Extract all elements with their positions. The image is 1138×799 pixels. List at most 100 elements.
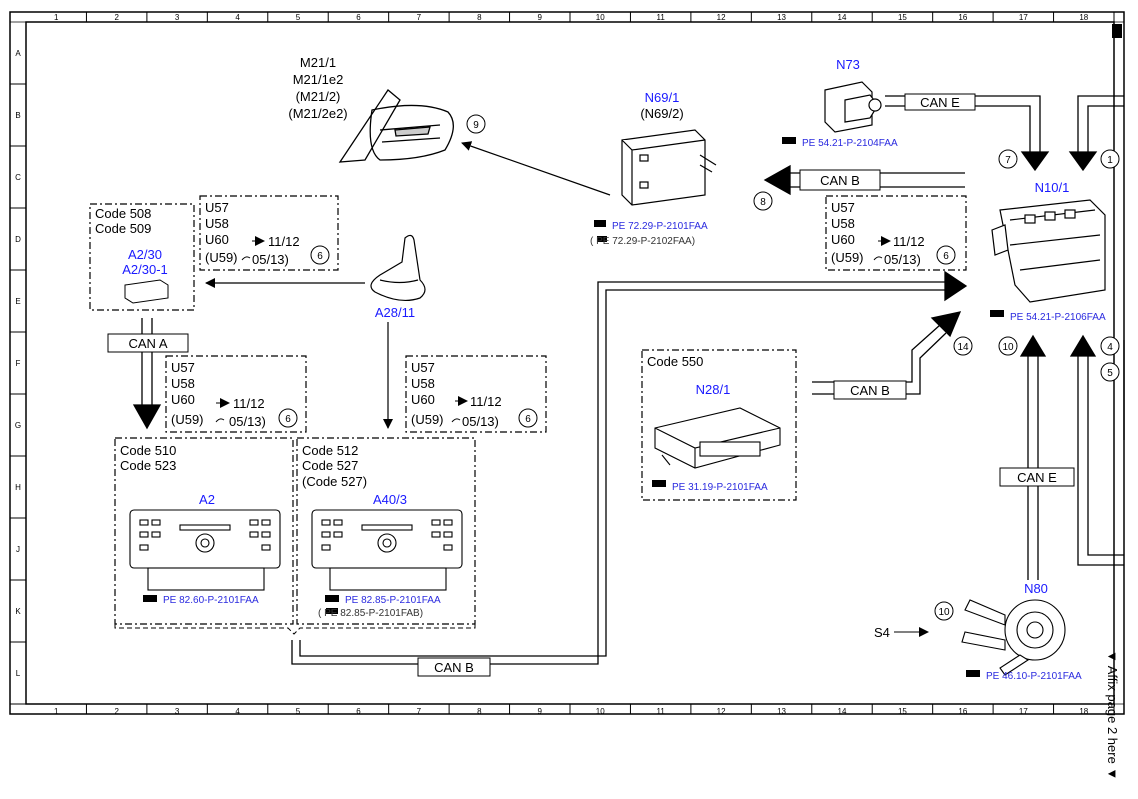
svg-text:(U59): (U59) bbox=[205, 250, 238, 265]
grid-column-label: 6 bbox=[356, 13, 361, 22]
grid-row-label: L bbox=[16, 669, 21, 678]
n73-ref: PE 54.21-P-2104FAA bbox=[802, 138, 898, 149]
code-508: Code 508 bbox=[95, 206, 151, 221]
n28-ref: PE 31.19-P-2101FAA bbox=[672, 482, 768, 493]
module-icon bbox=[124, 279, 169, 304]
pointer-icon bbox=[143, 595, 157, 602]
pointer-icon bbox=[594, 220, 606, 227]
grid-column-label: 17 bbox=[1019, 707, 1028, 716]
module-n80: N80 S4 10 PE 46.10-P-2101FAA bbox=[874, 581, 1082, 682]
grid-column-labels: 1122334455667788991010111112121313141415… bbox=[54, 12, 1115, 716]
pointer-icon bbox=[597, 236, 607, 242]
grid-column-label: 1 bbox=[54, 13, 59, 22]
radio-unit-icon bbox=[311, 509, 463, 591]
ignition-switch-icon bbox=[824, 81, 882, 133]
grid-column-label: 2 bbox=[114, 707, 119, 716]
svg-text:5: 5 bbox=[1107, 368, 1113, 379]
code-509: Code 509 bbox=[95, 221, 151, 236]
group-brace bbox=[114, 624, 476, 635]
grid-row-label: C bbox=[15, 173, 21, 182]
svg-text:10: 10 bbox=[1002, 342, 1014, 353]
s4-label: S4 bbox=[874, 625, 890, 640]
can-b-label: CAN B bbox=[434, 660, 474, 675]
svg-text:6: 6 bbox=[525, 414, 531, 425]
grid-column-label: 7 bbox=[417, 707, 422, 716]
n80-id: N80 bbox=[1024, 581, 1048, 596]
antenna-icon bbox=[370, 234, 426, 302]
mirror-id-4: (M21/2e2) bbox=[288, 106, 347, 121]
grid-column-label: 2 bbox=[114, 13, 119, 22]
a2-ref: PE 82.60-P-2101FAA bbox=[163, 595, 259, 606]
grid-column-label: 9 bbox=[538, 707, 543, 716]
svg-text:6: 6 bbox=[317, 251, 323, 262]
callout-6 bbox=[936, 245, 956, 265]
grid-column-label: 10 bbox=[596, 707, 605, 716]
pointer-icon bbox=[652, 480, 666, 487]
variant-box-middle-left: U57 U58 U60 11/12 (U59) 05/13) 6 bbox=[165, 355, 307, 433]
svg-text:10: 10 bbox=[938, 607, 950, 618]
grid-row-label: B bbox=[15, 111, 20, 120]
svg-text:(U59): (U59) bbox=[171, 412, 204, 427]
n10-callouts: 7 1 8 14 10 4 5 bbox=[753, 149, 1120, 382]
pointer-icon bbox=[325, 595, 339, 602]
grid-column-label: 3 bbox=[175, 707, 180, 716]
module-n10: N10/1 PE 54.21-P-2106FAA bbox=[990, 180, 1106, 323]
grid-row-label: G bbox=[15, 421, 21, 430]
steering-column-module-icon bbox=[961, 599, 1066, 676]
grid-column-label: 4 bbox=[235, 13, 240, 22]
n69-alt-id: (N69/2) bbox=[640, 106, 683, 121]
trailer-module-icon bbox=[654, 407, 781, 469]
grid-column-label: 3 bbox=[175, 13, 180, 22]
svg-text:U60: U60 bbox=[411, 392, 435, 407]
n69-ref-1: PE 72.29-P-2101FAA bbox=[612, 221, 708, 232]
radio-unit-icon bbox=[129, 509, 281, 591]
svg-text:05/13): 05/13) bbox=[252, 252, 289, 267]
grid-column-label: 18 bbox=[1079, 707, 1088, 716]
grid-column-label: 16 bbox=[958, 13, 967, 22]
can-e-label: CAN E bbox=[920, 95, 960, 110]
can-e-label: CAN E bbox=[1017, 470, 1057, 485]
a40-ref-1: PE 82.85-P-2101FAA bbox=[345, 595, 441, 606]
can-b-label: CAN B bbox=[820, 173, 860, 188]
grid-column-label: 4 bbox=[235, 707, 240, 716]
svg-text:6: 6 bbox=[943, 251, 949, 262]
grid-column-label: 15 bbox=[898, 13, 907, 22]
n69-ref-2: ( PE 72.29-P-2102FAA) bbox=[590, 236, 695, 247]
a2-30-1-id: A2/30-1 bbox=[122, 262, 168, 277]
n10-ref: PE 54.21-P-2106FAA bbox=[1010, 312, 1106, 323]
grid-column-label: 17 bbox=[1019, 13, 1028, 22]
n73-id: N73 bbox=[836, 57, 860, 72]
code-527: Code 527 bbox=[302, 458, 358, 473]
code-550: Code 550 bbox=[647, 354, 703, 369]
a28-11-id: A28/11 bbox=[375, 305, 415, 320]
grid-column-label: 5 bbox=[296, 13, 301, 22]
svg-text:U57: U57 bbox=[831, 200, 855, 215]
svg-text:(U59): (U59) bbox=[831, 250, 864, 265]
pointer-icon bbox=[782, 137, 796, 144]
grid-column-label: 11 bbox=[657, 707, 666, 716]
mirror-id-3: (M21/2) bbox=[296, 89, 341, 104]
grid-column-label: 15 bbox=[898, 707, 907, 716]
svg-text:U58: U58 bbox=[411, 376, 435, 391]
switch-n73: N73 PE 54.21-P-2104FAA bbox=[782, 57, 898, 149]
mirror-icon bbox=[338, 89, 454, 163]
a2-id: A2 bbox=[199, 492, 215, 507]
grid-column-label: 13 bbox=[777, 707, 786, 716]
a40-3-id: A40/3 bbox=[373, 492, 407, 507]
corner-tab bbox=[1112, 24, 1122, 38]
grid-column-label: 10 bbox=[596, 13, 605, 22]
grid-column-label: 18 bbox=[1079, 13, 1088, 22]
can-b-label: CAN B bbox=[850, 383, 890, 398]
grid-column-label: 16 bbox=[958, 707, 967, 716]
svg-text:U58: U58 bbox=[831, 216, 855, 231]
n28-1-id: N28/1 bbox=[696, 382, 731, 397]
variant-box-top-right: U57 U58 U60 11/12 (U59) 05/13) 6 bbox=[825, 195, 967, 271]
svg-text:U57: U57 bbox=[205, 200, 229, 215]
code-box-n28: Code 550 N28/1 PE 31.19-P-2101FAA bbox=[641, 349, 797, 501]
grid-column-label: 12 bbox=[717, 707, 726, 716]
svg-text:11/12: 11/12 bbox=[470, 394, 502, 409]
svg-text:6: 6 bbox=[285, 414, 291, 425]
a40-ref-2: ( PE 82.85-P-2101FAB) bbox=[318, 608, 423, 619]
grid-column-label: 7 bbox=[417, 13, 422, 22]
